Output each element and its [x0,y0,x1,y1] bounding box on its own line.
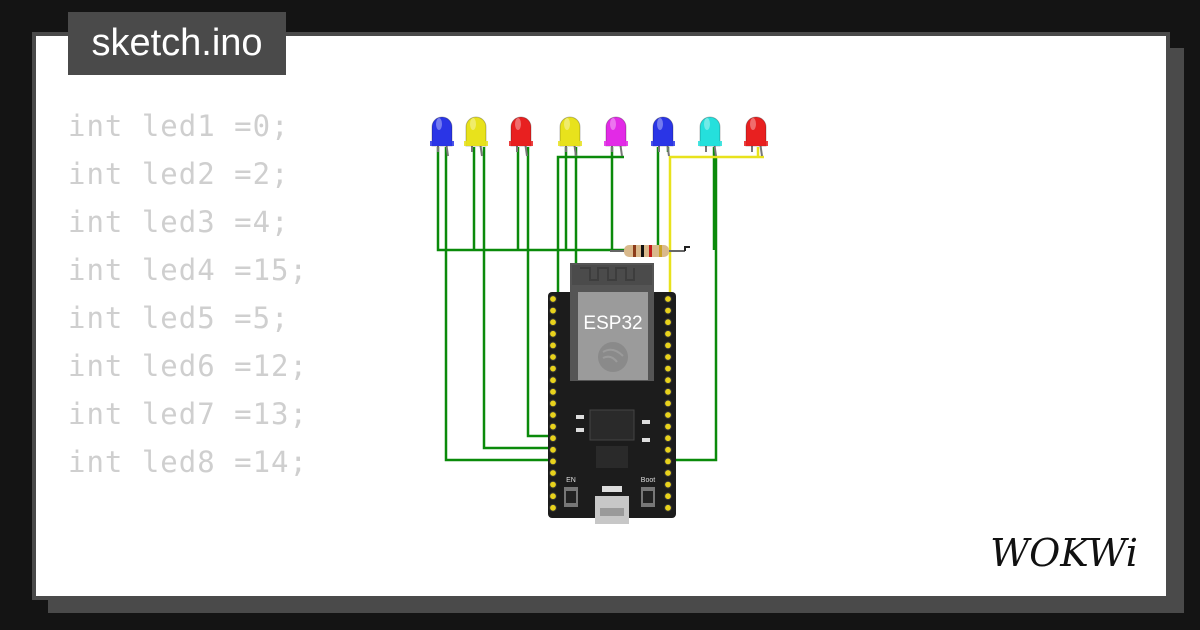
header-pin [664,364,672,373]
module-label: ESP32 [583,313,642,334]
header-pin [664,492,672,501]
header-pin [664,329,672,338]
header-pin [549,341,557,350]
header-pin [549,295,557,303]
esp32-board: ESP32 EN Boot [548,263,676,524]
header-pin [664,353,672,361]
header-pin [549,422,557,431]
code-line: int led2 =2; [68,157,290,191]
header-pin [549,306,557,315]
led-3 [509,116,533,157]
header-pin [549,411,557,419]
code-line: int led1 =0; [68,109,290,143]
code-line: int led7 =13; [68,397,308,431]
led-row [430,116,768,157]
led-6 [651,116,675,157]
header-pin [664,422,672,431]
wire-yellow [668,147,764,300]
header-pin [664,341,672,350]
led-8 [744,116,768,157]
led-7 [698,116,722,157]
header-pin [549,480,557,489]
header-pin [549,329,557,338]
wokwi-logo-text: WOKWi [990,531,1138,575]
code-line: int led6 =12; [68,349,308,383]
header-pin [549,469,557,477]
code-preview: int led1 =0; int led2 =2; int led3 =4; i… [68,102,308,486]
header-pin [664,376,672,385]
led-2 [464,116,488,157]
header-pin [549,318,557,327]
header-pin [664,306,672,315]
button-label-boot: Boot [641,477,655,484]
header-pin [549,445,557,454]
header-pin [549,503,557,512]
header-pin [664,295,672,303]
header-pin [549,492,557,501]
header-pin [549,399,557,408]
header-pin [549,387,557,396]
header-pin [664,399,672,408]
header-pin [664,387,672,396]
header-pin [664,411,672,419]
wokwi-logo: WOKWi [990,531,1138,575]
file-tab[interactable]: sketch.ino [68,12,286,75]
code-line: int led5 =5; [68,301,290,335]
resistor [610,245,690,257]
header-pin [549,376,557,385]
file-tab-label: sketch.ino [91,22,263,64]
led-1 [430,116,454,157]
button-label-en: EN [566,477,576,484]
code-line: int led3 =4; [68,205,290,239]
code-line: int led8 =14; [68,445,308,479]
header-pin [664,457,672,466]
led-5 [604,116,628,157]
header-pin [664,469,672,477]
header-pin [549,457,557,466]
header-pin [664,434,672,443]
led-4 [558,116,582,157]
header-pin [549,353,557,361]
header-pin [664,480,672,489]
header-pin [664,445,672,454]
header-pin [549,434,557,443]
header-pin [664,503,672,512]
header-pin [664,318,672,327]
code-line: int led4 =15; [68,253,308,287]
header-pin [549,364,557,373]
